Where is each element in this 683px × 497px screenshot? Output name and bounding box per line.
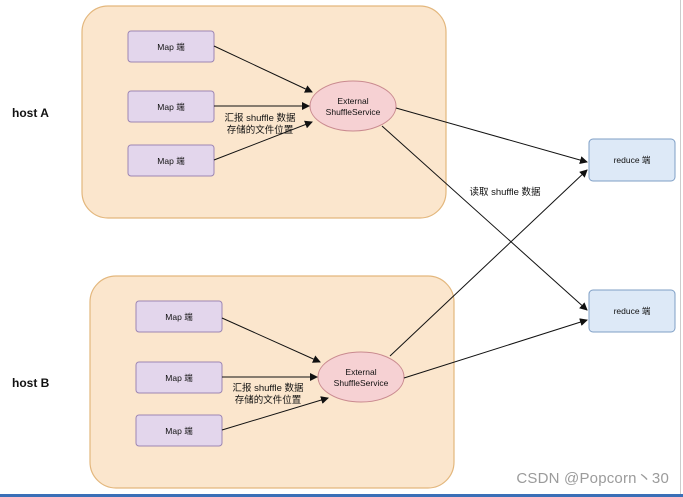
host-a-label: host A xyxy=(12,106,49,120)
reducer-1-label: reduce 端 xyxy=(614,155,651,165)
host-b-map-1-arrow xyxy=(221,317,321,363)
host-a-shuffle-service xyxy=(309,80,397,132)
host-b-map-2-label: Map 端 xyxy=(165,373,193,383)
host-a-report-label-2: 存储的文件位置 xyxy=(227,124,294,136)
host-b-shuffle-service xyxy=(317,351,405,403)
right-edge-line xyxy=(680,0,681,497)
host-b-report-label-2: 存储的文件位置 xyxy=(235,394,302,406)
host-b-label: host B xyxy=(12,376,50,390)
host-b-map-3-label: Map 端 xyxy=(165,426,193,436)
watermark: CSDN @Popcorn丶30 xyxy=(516,470,669,487)
host-b-map-3-arrow xyxy=(221,396,329,431)
service-a-to-reducer-2-arrow xyxy=(381,125,588,311)
host-b-map-1-label: Map 端 xyxy=(165,312,193,322)
host-a-map-1-arrow xyxy=(213,45,313,93)
host-b-map-1 xyxy=(135,300,223,333)
host-a-service-line-2: ShuffleService xyxy=(326,107,381,117)
reducer-2 xyxy=(588,289,676,333)
service-b-to-reducer-2-arrow xyxy=(403,318,588,379)
host-b-service-line-2: ShuffleService xyxy=(334,378,389,388)
host-a-map-3 xyxy=(127,144,215,177)
host-b-service-line-1: External xyxy=(345,367,376,377)
read-shuffle-label: 读取 shuffle 数据 xyxy=(469,186,541,198)
host-a-service-line-1: External xyxy=(337,96,368,106)
host-a-report-label-1: 汇报 shuffle 数据 xyxy=(224,112,296,124)
reducer-2-label: reduce 端 xyxy=(614,306,651,316)
host-b-map-3 xyxy=(135,414,223,447)
host-a-map-3-label: Map 端 xyxy=(157,156,185,166)
host-b-report-label-1: 汇报 shuffle 数据 xyxy=(232,382,304,394)
service-a-to-reducer-1-arrow xyxy=(395,107,588,164)
service-b-to-reducer-1-arrow xyxy=(389,169,588,357)
bottom-bar xyxy=(0,494,683,497)
host-a-map-1-label: Map 端 xyxy=(157,42,185,52)
host-a-map-2-label: Map 端 xyxy=(157,102,185,112)
reducer-1 xyxy=(588,138,676,182)
host-a-map-3-arrow xyxy=(213,120,313,161)
